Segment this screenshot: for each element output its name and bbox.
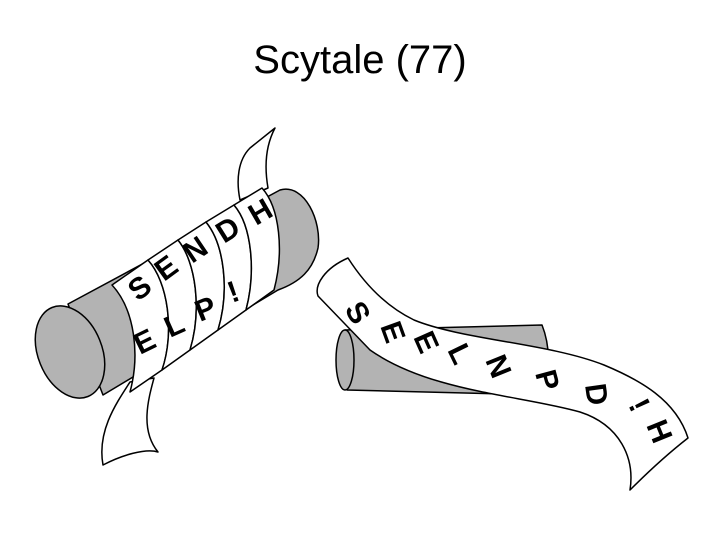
unwound-letter: D: [578, 381, 614, 407]
slide-title: Scytale (77): [253, 38, 467, 82]
strip-tail-bottom: [101, 377, 159, 466]
unwound-strip: [316, 257, 689, 491]
wound-strip-segment: [233, 187, 281, 311]
strip-tail-top: [237, 127, 276, 201]
left-cylinder-end-cap: [34, 305, 106, 399]
right-cylinder-end-cap: [335, 329, 355, 391]
